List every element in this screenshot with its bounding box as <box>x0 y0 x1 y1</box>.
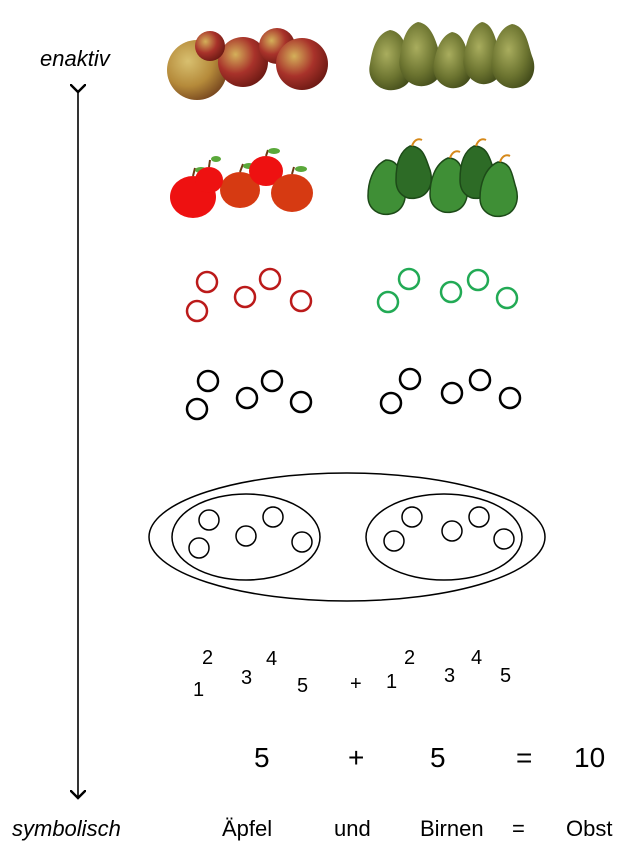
black-rings-left <box>185 369 313 421</box>
word-pears: Birnen <box>420 816 484 841</box>
set-ring-right-4 <box>468 506 490 528</box>
black-ring-left-3 <box>235 386 259 410</box>
word-apples: Äpfel <box>222 816 273 841</box>
equation-result: 10 <box>574 742 606 773</box>
count-left-2: 2 <box>202 647 214 669</box>
count-right-3: 3 <box>444 665 456 687</box>
union-set <box>148 472 546 602</box>
red-rings <box>185 267 313 323</box>
pear-icon-5 <box>479 154 518 218</box>
black-ring-right-3 <box>440 381 464 405</box>
word-fruit: Obst <box>566 816 613 841</box>
black-ring-right-2 <box>398 367 422 391</box>
red-ring-2 <box>195 270 219 294</box>
green-ring-5 <box>495 286 519 310</box>
set-ring-left-5 <box>291 531 313 553</box>
apple-photo-4 <box>276 38 328 90</box>
black-ring-left-4 <box>260 369 284 393</box>
word-equals: = <box>512 816 525 841</box>
apple-set <box>171 493 321 581</box>
set-ring-left-1 <box>188 537 210 559</box>
count-left-1: 1 <box>193 679 205 701</box>
apple-icon-4 <box>271 166 313 212</box>
set-diagram <box>148 472 546 602</box>
pear-set <box>365 493 523 581</box>
apple-icons <box>170 148 313 218</box>
green-ring-4 <box>466 268 490 292</box>
set-ring-right-1 <box>383 530 405 552</box>
black-ring-right-5 <box>498 386 522 410</box>
equation-plus: + <box>348 742 365 773</box>
pear-icon-2 <box>395 138 432 200</box>
black-ring-right-1 <box>379 391 403 415</box>
apple-icon-3 <box>249 148 283 186</box>
green-ring-2 <box>397 267 421 291</box>
equation-b: 5 <box>430 742 446 773</box>
red-ring-5 <box>289 289 313 313</box>
count-left-4: 4 <box>266 648 278 670</box>
black-ring-left-5 <box>289 390 313 414</box>
apple-icon-5 <box>195 156 223 193</box>
black-ring-right-4 <box>468 368 492 392</box>
red-ring-3 <box>233 285 257 309</box>
red-ring-1 <box>185 299 209 323</box>
green-ring-3 <box>439 280 463 304</box>
green-rings <box>376 267 519 314</box>
count-right-1: 1 <box>386 671 398 693</box>
count-right-2: 2 <box>404 647 416 669</box>
set-ring-right-3 <box>441 520 463 542</box>
label-enaktiv: enaktiv <box>40 46 110 71</box>
set-ring-right-5 <box>493 528 515 550</box>
count-right-4: 4 <box>471 647 483 669</box>
pear-photo-1 <box>369 30 413 91</box>
set-ring-right-2 <box>401 506 423 528</box>
black-ring-left-2 <box>196 369 220 393</box>
set-ring-left-2 <box>198 509 220 531</box>
pear-icons <box>367 138 518 218</box>
apple-photos <box>167 28 328 100</box>
apple-photo-5 <box>195 31 225 61</box>
pear-photo-5 <box>491 24 535 89</box>
red-ring-4 <box>258 267 282 291</box>
apple-photo-2 <box>218 37 268 87</box>
pear-photo-3 <box>433 32 473 89</box>
black-rings-right <box>379 367 522 415</box>
count-left-5: 5 <box>297 675 309 697</box>
black-ring-left-1 <box>185 397 209 421</box>
pear-photo-2 <box>399 22 443 87</box>
count-plus: + <box>350 673 362 695</box>
pear-photos <box>369 22 535 91</box>
count-right-5: 5 <box>500 665 512 687</box>
set-ring-left-3 <box>235 525 257 547</box>
word-and: und <box>334 816 371 841</box>
count-left-3: 3 <box>241 667 253 689</box>
equation-equals: = <box>516 742 533 773</box>
green-ring-1 <box>376 290 400 314</box>
label-symbolisch: symbolisch <box>12 816 121 841</box>
equation-a: 5 <box>254 742 270 773</box>
set-ring-left-4 <box>262 506 284 528</box>
